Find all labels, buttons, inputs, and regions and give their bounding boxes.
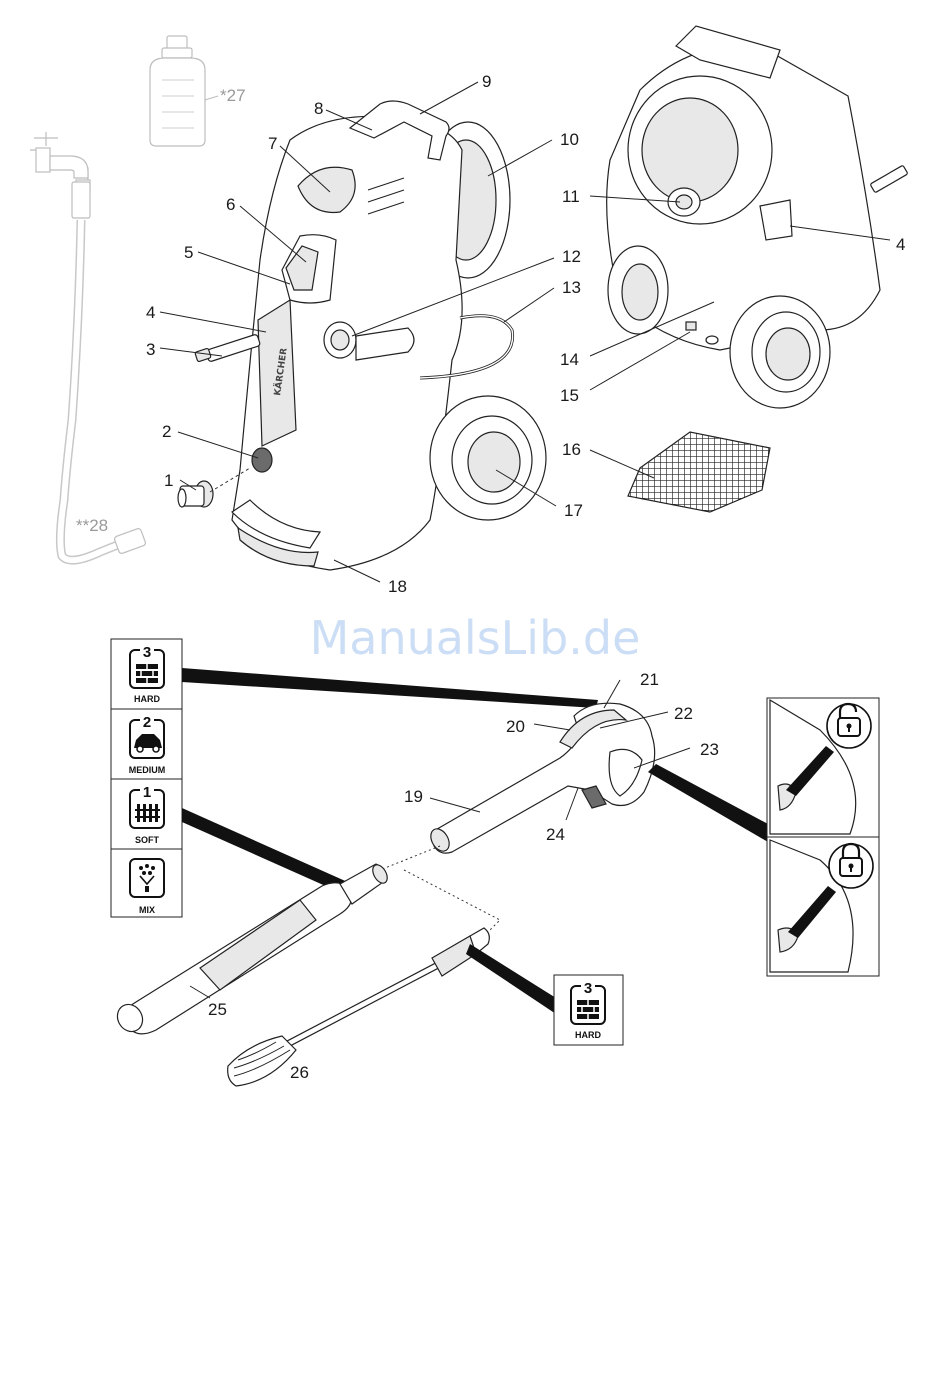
brick-wall-icon (136, 664, 158, 683)
callout-9: 9 (482, 72, 491, 91)
callout-24: 24 (546, 825, 565, 844)
mode-soft-label: SOFT (135, 835, 160, 845)
callout-2: 2 (162, 422, 171, 441)
callout-3: 3 (146, 340, 155, 359)
callout-12: 12 (562, 247, 581, 266)
callout-19: 19 (404, 787, 423, 806)
callout-15: 15 (560, 386, 579, 405)
pointer-wedge-hard-box (466, 944, 556, 1014)
callout-18: 18 (388, 577, 407, 596)
mode-hard-label: HARD (134, 694, 160, 704)
pointer-wedge-soft (182, 808, 352, 896)
callout-17: 17 (564, 501, 583, 520)
callout-23: 23 (700, 740, 719, 759)
callout-6: 6 (226, 195, 235, 214)
callout-4b: 4 (896, 235, 905, 254)
mode-mix-label: MIX (139, 905, 155, 915)
filter-screen (628, 432, 770, 512)
lance-mode-hard-box: 3 HARD (554, 975, 623, 1045)
pointer-wedge-lock (648, 764, 768, 842)
callout-5: 5 (184, 243, 193, 262)
callout-7: 7 (268, 134, 277, 153)
callout-4a: 4 (146, 303, 155, 322)
watermark: ManualsLib.de (310, 611, 641, 665)
detergent-bottle (150, 36, 218, 146)
brick-wall-icon (577, 1000, 599, 1019)
assembly-guide-line (380, 846, 500, 940)
mode-hard-number: 3 (143, 644, 151, 661)
mode-medium-number: 2 (143, 714, 151, 731)
pressure-washer-front-view: KÄRCHER (232, 101, 546, 570)
callout-8: 8 (314, 99, 323, 118)
safety-lock-panel (767, 698, 879, 976)
callout-11: 11 (562, 187, 580, 206)
mode-soft-number: 1 (143, 784, 151, 801)
unlocked-padlock-icon (827, 704, 871, 748)
hard-box-number: 3 (584, 980, 592, 997)
callout-26: 26 (290, 1063, 309, 1082)
callout-25: 25 (208, 1000, 227, 1019)
hard-box-label: HARD (575, 1030, 601, 1040)
callout-22: 22 (674, 704, 693, 723)
pressure-washer-rear-view (607, 26, 908, 408)
callout-21: 21 (640, 670, 659, 689)
mode-medium-label: MEDIUM (129, 765, 166, 775)
spray-mode-panel: 3 HARD 2 MEDIUM (111, 639, 182, 917)
water-tap-and-hose (30, 132, 146, 560)
callout-10: 10 (560, 130, 579, 149)
callout-28: **28 (76, 516, 108, 535)
callout-13: 13 (562, 278, 581, 297)
callout-16: 16 (562, 440, 581, 459)
callout-14: 14 (560, 350, 579, 369)
callout-27: *27 (220, 86, 246, 105)
callout-1: 1 (164, 471, 173, 490)
callout-20: 20 (506, 717, 525, 736)
trigger-gun (427, 703, 655, 854)
pointer-wedge-hard (182, 668, 598, 708)
locked-padlock-icon (829, 844, 873, 888)
